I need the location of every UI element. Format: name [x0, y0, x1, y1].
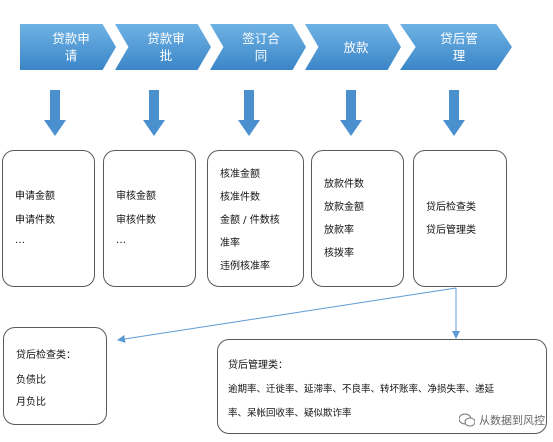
connector-to-check: [117, 287, 457, 343]
metric-item: …: [15, 235, 25, 246]
post-loan-check-title: 贷后检查类：: [16, 350, 76, 361]
step-loan-approval: 贷款审 批: [115, 24, 211, 70]
metric-item: 金额 / 件数核: [220, 215, 280, 226]
metric-item: 负债比: [16, 375, 46, 386]
metrics-box-approval: 审核金额 审核件数 …: [103, 150, 196, 287]
post-loan-check-box: 贷后检查类： 负债比 月负比: [3, 327, 107, 425]
metrics-box-post-loan: 贷后检查类 贷后管理类: [413, 150, 507, 287]
step-disbursement: 放款: [305, 24, 401, 70]
watermark: 从数据到风控: [459, 412, 545, 428]
step-loan-application: 贷款申 请: [20, 24, 116, 70]
metric-item: 申请金额: [15, 191, 55, 202]
post-loan-mgmt-line2: 率、呆帐回收率、疑似欺诈率: [228, 408, 352, 419]
metric-item: 月负比: [16, 397, 46, 408]
down-arrow-icon: [44, 90, 66, 136]
metric-item: 核准件数: [220, 192, 260, 203]
metric-item: 放款率: [324, 225, 354, 236]
metric-item: 审核金额: [116, 191, 156, 202]
metric-item: 贷后管理类: [426, 225, 476, 236]
down-arrow-icon: [443, 90, 465, 136]
metric-item: 审核件数: [116, 215, 156, 226]
metric-item: 核拨率: [324, 248, 354, 259]
down-arrow-icon: [340, 90, 362, 136]
step-sign-contract: 签订合 同: [210, 24, 306, 70]
down-arrow-icon: [238, 90, 260, 136]
metric-item: 准率: [220, 238, 240, 249]
metric-item: 贷后检查类: [426, 202, 476, 213]
metrics-box-application: 申请金额 申请件数 …: [2, 150, 95, 287]
metric-item: 核准金额: [220, 169, 260, 180]
down-arrow-icon: [143, 90, 165, 136]
metric-item: …: [116, 235, 126, 246]
metric-item: 放款金额: [324, 202, 364, 213]
wechat-icon: [459, 413, 475, 427]
step-post-loan-management: 贷后管 理: [400, 24, 512, 70]
metrics-box-contract: 核准金额 核准件数 金额 / 件数核 准率 违例核准率: [207, 150, 304, 287]
post-loan-mgmt-box: 贷后管理类： 逾期率、迁徙率、延滞率、不良率、转坏账率、净损失率、递延 率、呆帐…: [217, 339, 547, 434]
metric-item: 违例核准率: [220, 261, 270, 272]
post-loan-mgmt-title: 贷后管理类：: [228, 360, 288, 371]
metric-item: 申请件数: [15, 215, 55, 226]
watermark-text: 从数据到风控: [479, 414, 545, 427]
metric-item: 放款件数: [324, 179, 364, 190]
metrics-box-disbursement: 放款件数 放款金额 放款率 核拨率: [311, 150, 404, 287]
post-loan-mgmt-line1: 逾期率、迁徙率、延滞率、不良率、转坏账率、净损失率、递延: [228, 384, 495, 395]
